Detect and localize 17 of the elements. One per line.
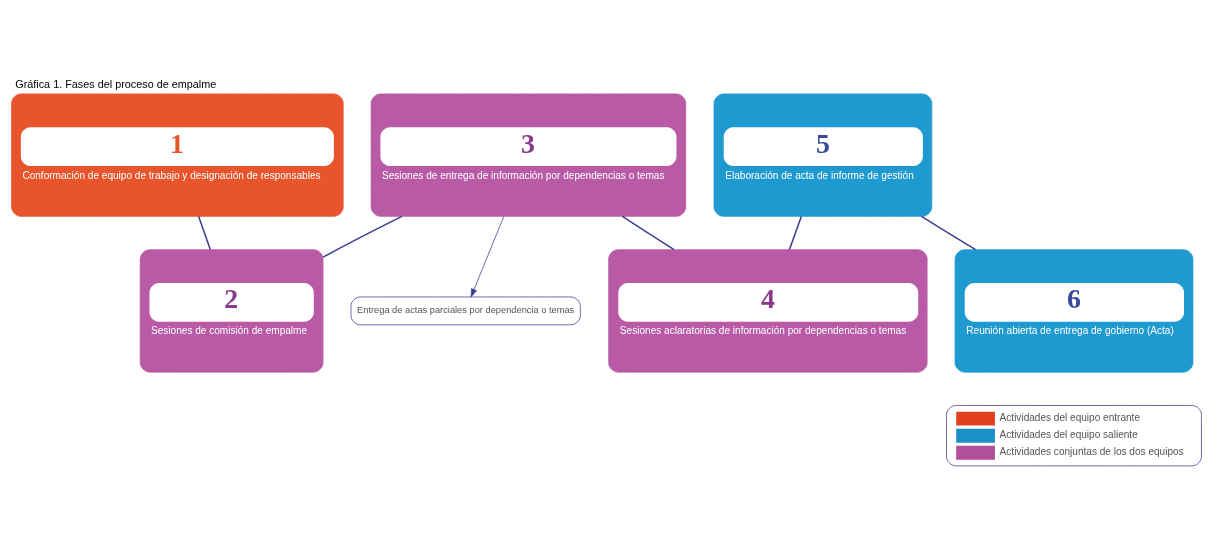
node-box: 4 Sesiones aclaratorias de información por dependencias o temas xyxy=(608,249,928,373)
legend-label: Actividades del equipo entrante xyxy=(999,412,1141,424)
connector xyxy=(621,215,675,251)
node-box: 6 Reunión abierta de entrega de gobierno (Acta) xyxy=(954,249,1194,373)
diagram-title: Gráfica 1. Fases del proceso de empalme xyxy=(15,77,217,90)
node-box: 5 Elaboración de acta de informe de gestión xyxy=(713,93,933,217)
node-box: 1 Conformación de equipo de trabajo y designación de responsables xyxy=(11,93,344,217)
node-box: 2 Sesiones de comisión de empalme xyxy=(139,249,324,373)
legend-label: Actividades conjuntas de los dos equipos xyxy=(999,446,1184,458)
node-box: 3 Sesiones de entrega de información por dependencias o temas xyxy=(370,93,687,217)
connector xyxy=(920,215,977,251)
node-box: Entrega de actas parciales por dependencia o temas xyxy=(350,296,581,326)
arrow xyxy=(470,216,505,298)
connector xyxy=(788,215,803,251)
connector xyxy=(322,215,403,258)
connector xyxy=(197,215,212,251)
legend-label: Actividades del equipo saliente xyxy=(999,429,1138,441)
